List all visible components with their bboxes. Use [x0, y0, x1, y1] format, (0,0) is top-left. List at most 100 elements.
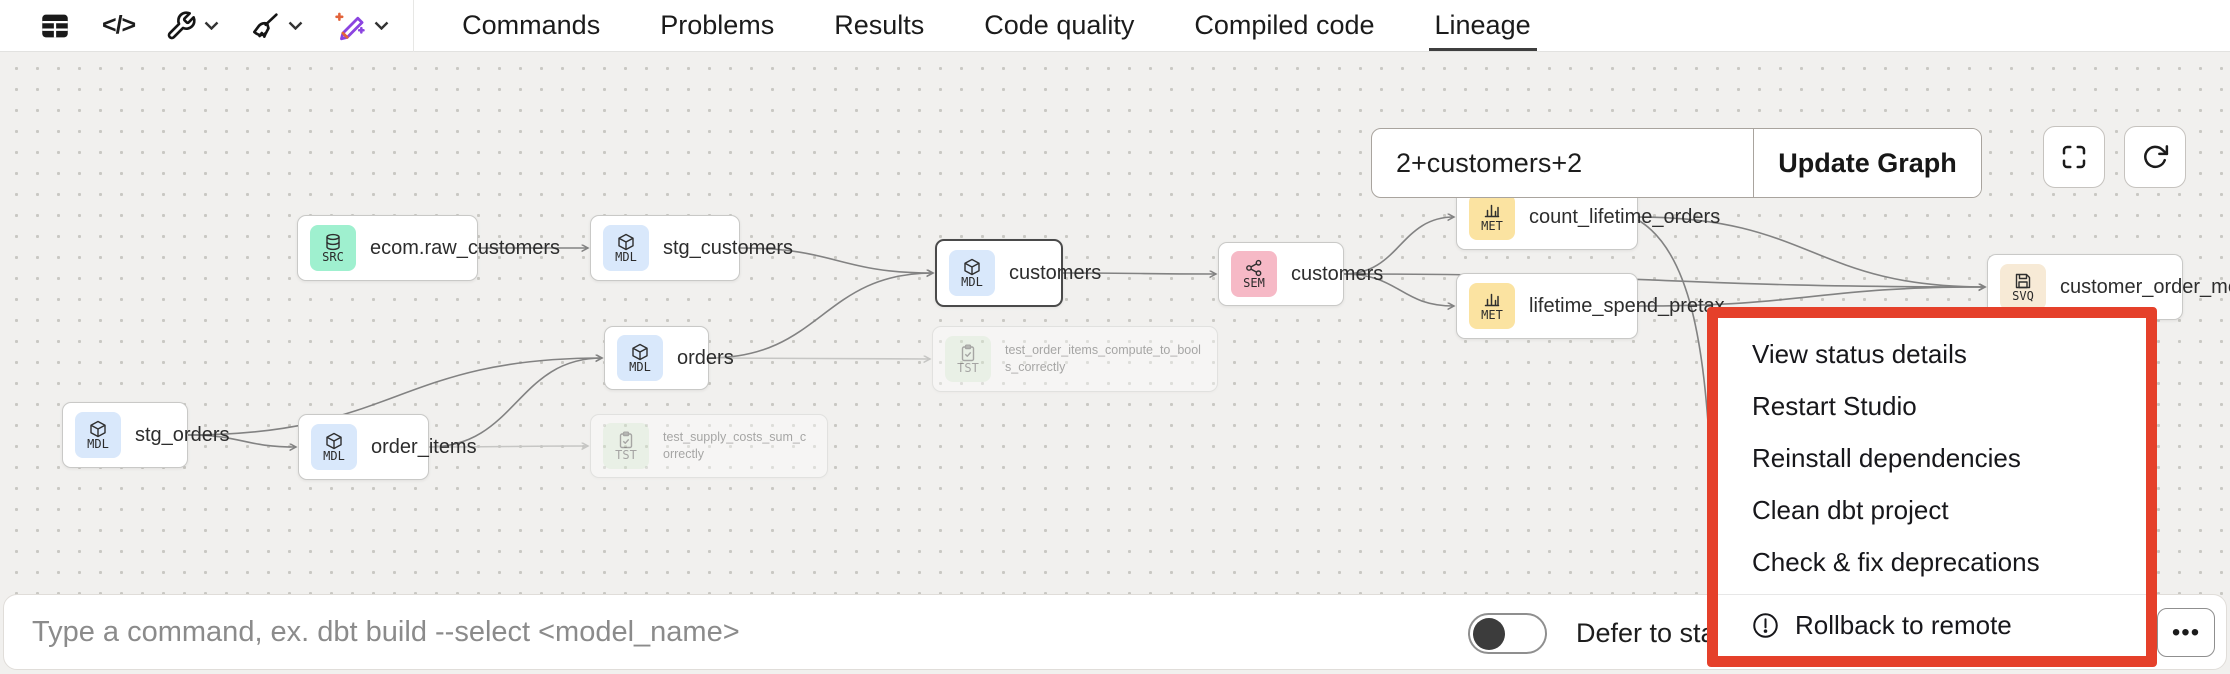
share-nodes-badge: SEM [1231, 251, 1277, 297]
badge-type-label: MDL [961, 274, 983, 289]
lineage-node-orders[interactable]: MDL orders [604, 326, 734, 390]
menu-item-reinstall-dependencies[interactable]: Reinstall dependencies [1718, 432, 2146, 484]
cube-badge: MDL [603, 225, 649, 271]
chevron-down-icon [288, 21, 303, 30]
ai-assist-button[interactable] [323, 3, 399, 49]
node-label: customer_order_metrics [2060, 275, 2230, 298]
tab-code-quality[interactable]: Code quality [984, 10, 1135, 40]
edge-orders-to-test_order_items_compute_to_bools_correctly [708, 358, 930, 359]
defer-toggle[interactable] [1468, 613, 1547, 654]
chevron-down-icon [374, 21, 389, 30]
bar-chart-badge: MET [1469, 283, 1515, 329]
fullscreen-icon [2062, 145, 2086, 169]
tab-lineage[interactable]: Lineage [1428, 0, 1537, 51]
menu-item-rollback-to-remote[interactable]: Rollback to remote [1718, 600, 2146, 652]
badge-type-label: SEM [1243, 275, 1265, 290]
menu-item-label: Restart Studio [1752, 390, 1917, 421]
fullscreen-button[interactable] [2043, 126, 2105, 188]
code-icon: </> [102, 11, 136, 39]
defer-label: Defer to sta [1576, 617, 1716, 648]
menu-divider [1718, 593, 2146, 595]
lineage-node-customers_mdl[interactable]: MDL customers [935, 239, 1101, 307]
badge-type-label: TST [957, 360, 979, 375]
wrench-icon [167, 10, 196, 39]
menu-item-clean-dbt-project[interactable]: Clean dbt project [1718, 485, 2146, 537]
lineage-node-customer_order_metrics[interactable]: SVQ customer_order_metrics [1987, 254, 2230, 320]
node-label: test_supply_costs_sum_correctly [663, 430, 807, 461]
edge-order_items-to-orders [428, 358, 602, 448]
broom-icon [253, 12, 278, 38]
toolbar-divider [413, 0, 415, 52]
edge-stg_customers-to-customers_mdl [739, 247, 933, 273]
edge-customers_sem-to-customer_order_metrics [1343, 273, 1985, 287]
tab-compiled-code[interactable]: Compiled code [1194, 10, 1375, 40]
clipboard-check-badge: TST [603, 423, 649, 469]
table-view-button[interactable] [28, 3, 82, 49]
lineage-node-ecom_raw_customers[interactable]: SRC ecom.raw_customers [297, 215, 560, 281]
badge-type-label: MDL [323, 448, 345, 463]
toggle-knob [1473, 617, 1505, 650]
edge-order_items-to-test_supply_costs_sum_correctly [428, 446, 588, 447]
node-label: orders [677, 346, 734, 369]
node-label: ecom.raw_customers [370, 236, 561, 259]
node-label: lifetime_spend_pretax [1529, 294, 1725, 317]
database-badge: SRC [310, 225, 356, 271]
tab-results[interactable]: Results [834, 10, 925, 40]
ellipsis-icon: ••• [2171, 618, 2201, 646]
refresh-button[interactable] [2124, 126, 2186, 188]
refresh-icon [2144, 145, 2169, 169]
build-tools-button[interactable] [155, 4, 229, 48]
lineage-node-test_supply_costs_sum_correctly[interactable]: TST test_supply_costs_sum_correctly [590, 414, 828, 478]
clipboard-check-badge: TST [945, 336, 991, 382]
badge-type-label: TST [615, 447, 637, 462]
table-icon [42, 14, 68, 37]
tab-problems[interactable]: Problems [660, 10, 775, 40]
save-badge: SVQ [2000, 264, 2046, 310]
lineage-node-stg_customers[interactable]: MDL stg_customers [590, 215, 793, 281]
node-label: stg_customers [663, 236, 794, 259]
cube-badge: MDL [949, 250, 995, 296]
clean-tools-button[interactable] [239, 4, 313, 48]
lineage-node-lifetime_spend_pretax[interactable]: MET lifetime_spend_pretax [1456, 273, 1725, 339]
menu-item-restart-studio[interactable]: Restart Studio [1718, 380, 2146, 432]
badge-type-label: MET [1481, 218, 1503, 233]
menu-item-view-status-details[interactable]: View status details [1718, 328, 2146, 380]
cube-badge: MDL [311, 424, 357, 470]
menu-item-check-fix-deprecations[interactable]: Check & fix deprecations [1718, 537, 2146, 589]
badge-type-label: MDL [615, 249, 637, 264]
cube-badge: MDL [617, 335, 663, 381]
menu-item-label: View status details [1752, 338, 1967, 369]
menu-item-label: Rollback to remote [1795, 610, 2012, 641]
menu-item-label: Clean dbt project [1752, 495, 1949, 526]
badge-type-label: MDL [629, 359, 651, 374]
update-graph-button[interactable]: Update Graph [1753, 129, 1981, 197]
magic-pencil-icon [335, 12, 365, 40]
tab-commands[interactable]: Commands [462, 10, 601, 40]
warning-icon [1752, 612, 1779, 639]
lineage-selector-input[interactable] [1372, 129, 1753, 197]
edge-partial [1637, 219, 1719, 613]
cube-badge: MDL [75, 412, 121, 458]
code-view-button[interactable]: </> [92, 5, 145, 46]
edge-stg_orders-to-orders [187, 358, 602, 436]
top-toolbar: </> [0, 0, 2230, 52]
badge-type-label: SVQ [2012, 288, 2034, 303]
lineage-node-stg_orders[interactable]: MDL stg_orders [62, 402, 230, 468]
edge-customers_mdl-to-customers_sem [1062, 273, 1216, 274]
chevron-down-icon [204, 21, 219, 30]
badge-type-label: SRC [322, 249, 344, 264]
edge-customers_sem-to-count_lifetime_orders [1343, 217, 1454, 275]
node-label: customers [1009, 261, 1102, 284]
node-label: stg_orders [135, 423, 230, 446]
badge-type-label: MDL [87, 436, 109, 451]
node-label: test_order_items_compute_to_bools_correc… [1005, 343, 1201, 374]
badge-type-label: MET [1481, 307, 1503, 322]
more-options-button[interactable]: ••• [2157, 608, 2215, 657]
edge-customers_sem-to-lifetime_spend_pretax [1343, 273, 1454, 306]
lineage-node-test_order_items_compute_to_bools_correctly[interactable]: TST test_order_items_compute_to_bools_cor… [932, 326, 1218, 392]
edge-count_lifetime_orders-to-customer_order_metrics [1637, 216, 1985, 287]
